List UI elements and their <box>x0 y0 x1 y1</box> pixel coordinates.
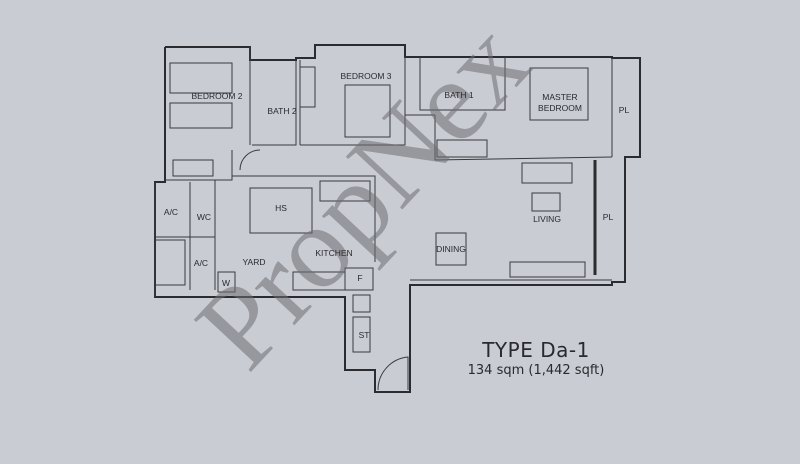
label-yard: YARD <box>243 257 266 267</box>
label-fridge: F <box>357 273 362 283</box>
unit-type-caption: TYPE Da-1 134 sqm (1,442 sqft) <box>436 338 636 380</box>
unit-area: 134 sqm (1,442 sqft) <box>467 363 605 378</box>
label-wc: WC <box>197 212 211 222</box>
label-ac-1: A/C <box>164 207 178 217</box>
label-master: MASTER <box>542 92 577 102</box>
label-master-bedroom: BEDROOM <box>538 103 582 113</box>
label-kitchen: KITCHEN <box>315 248 352 258</box>
label-washer: W <box>222 278 230 288</box>
unit-type-title: TYPE Da-1 <box>482 338 590 362</box>
label-dining: DINING <box>436 244 466 254</box>
room-labels: BEDROOM 2 BATH 2 BEDROOM 3 BATH 1 MASTER… <box>164 71 630 340</box>
label-pl-right: PL <box>603 212 614 222</box>
label-hs: HS <box>275 203 287 213</box>
label-bath-2: BATH 2 <box>267 106 296 116</box>
label-bedroom-2: BEDROOM 2 <box>191 91 242 101</box>
label-store: ST <box>359 330 370 340</box>
label-ac-2: A/C <box>194 258 208 268</box>
label-living: LIVING <box>533 214 561 224</box>
label-bath-1: BATH 1 <box>444 90 473 100</box>
label-pl-top: PL <box>619 105 630 115</box>
label-bedroom-3: BEDROOM 3 <box>340 71 391 81</box>
walls <box>154 44 641 393</box>
